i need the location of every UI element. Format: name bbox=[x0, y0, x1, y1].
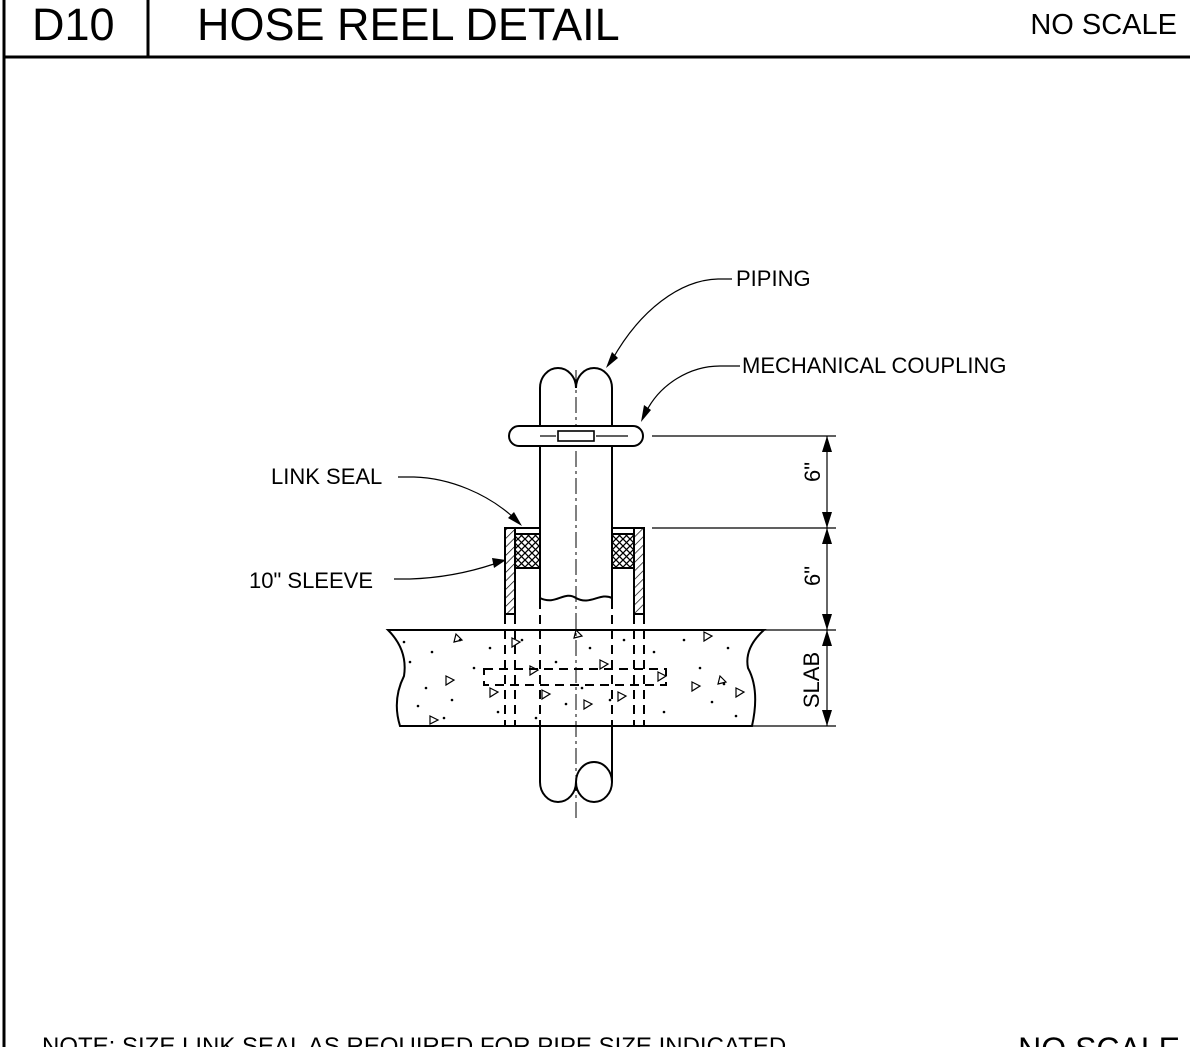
scale-label: NO SCALE bbox=[1030, 9, 1177, 41]
link-seal-label: LINK SEAL bbox=[271, 464, 382, 489]
sleeve-assembly bbox=[504, 527, 645, 615]
embedded-hidden-lines bbox=[483, 600, 667, 726]
dimension-slab-label: SLAB bbox=[799, 652, 824, 708]
footer-scale-label: NO SCALE bbox=[1018, 1031, 1180, 1047]
callout-link-seal: LINK SEAL bbox=[271, 464, 522, 526]
callout-sleeve: 10" SLEEVE bbox=[249, 558, 506, 593]
detail-id: D10 bbox=[32, 0, 115, 50]
callout-piping: PIPING bbox=[606, 266, 811, 368]
detail-title: HOSE REEL DETAIL bbox=[197, 0, 620, 50]
mechanical-coupling-label: MECHANICAL COUPLING bbox=[742, 353, 1006, 378]
link-seal-left bbox=[514, 533, 541, 569]
piping-label: PIPING bbox=[736, 266, 811, 291]
footer: NOTE: SIZE LINK SEAL AS REQUIRED FOR PIP… bbox=[42, 1031, 1180, 1047]
dimension-group: 6" 6" SLAB bbox=[652, 435, 836, 727]
concrete-aggregate bbox=[402, 630, 746, 725]
link-seal-right bbox=[611, 533, 635, 569]
dimension-upper-label: 6" bbox=[800, 462, 825, 482]
mechanical-coupling bbox=[508, 425, 644, 447]
dimension-lower-label: 6" bbox=[800, 566, 825, 586]
callout-mechanical-coupling: MECHANICAL COUPLING bbox=[641, 353, 1006, 422]
sleeve-label: 10" SLEEVE bbox=[249, 568, 373, 593]
footer-note: NOTE: SIZE LINK SEAL AS REQUIRED FOR PIP… bbox=[42, 1033, 793, 1047]
